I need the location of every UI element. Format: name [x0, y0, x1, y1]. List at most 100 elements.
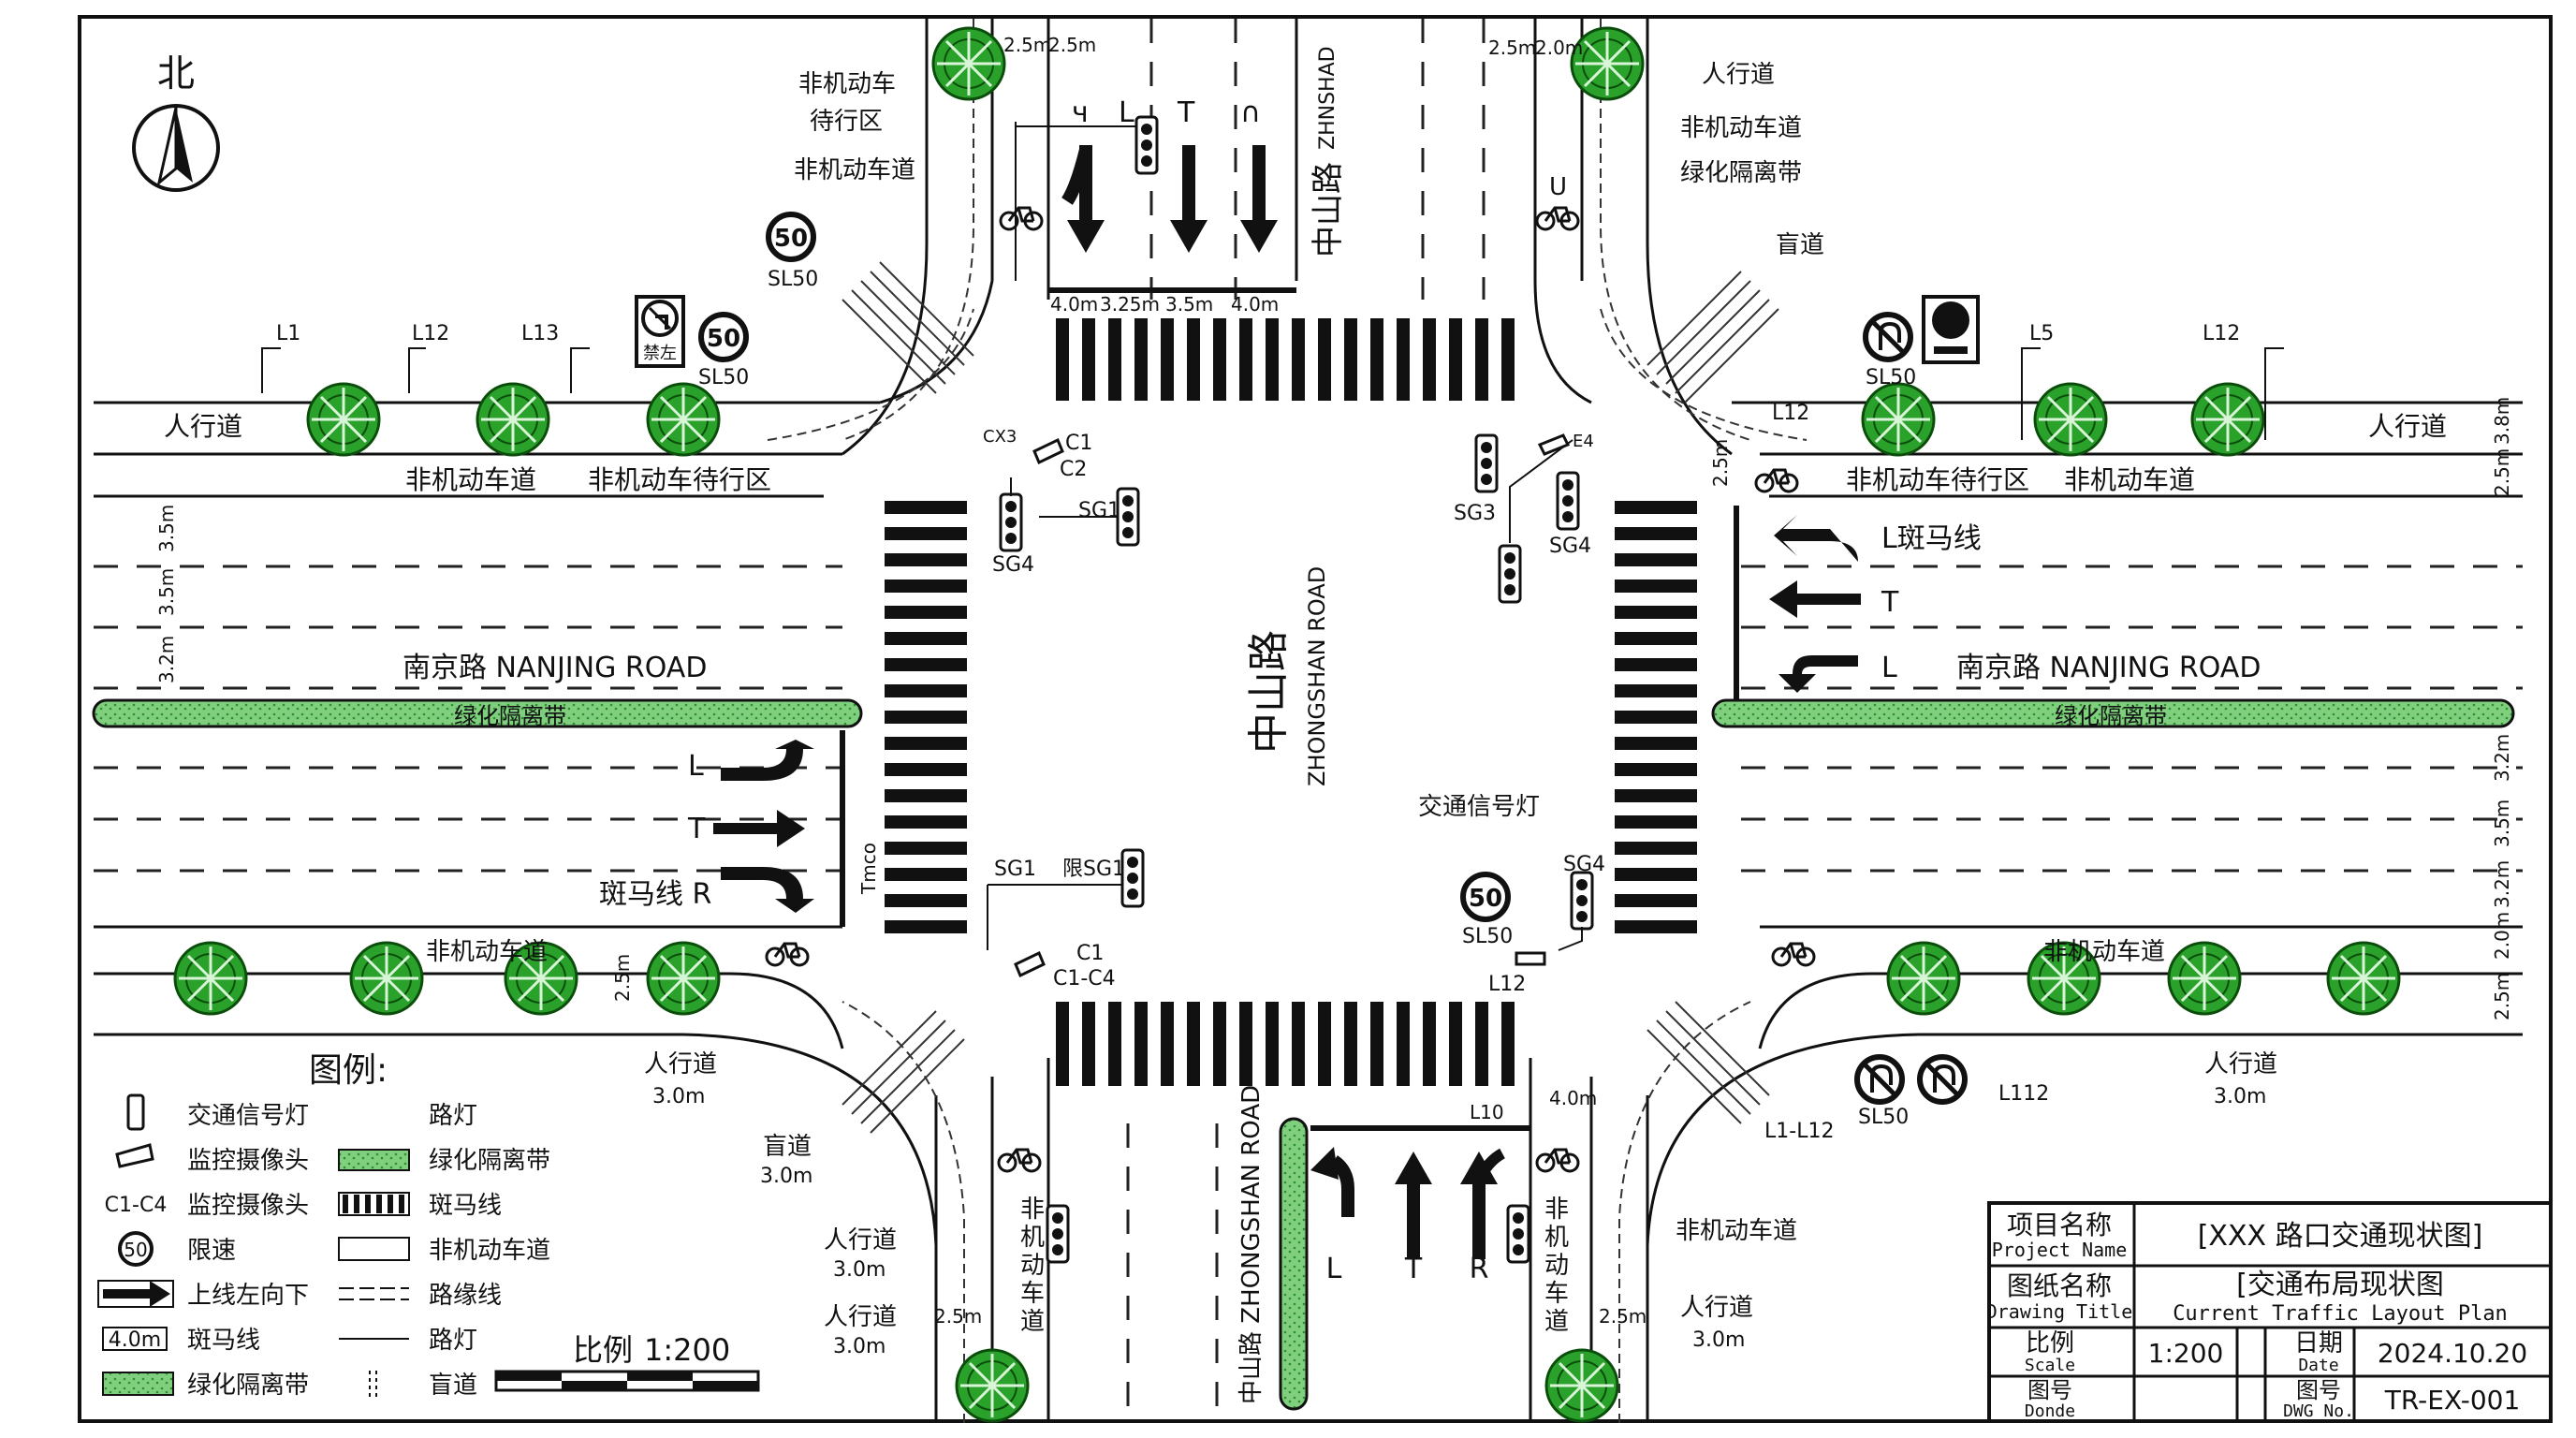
- signal-sg4-nw: [999, 492, 1023, 552]
- zebra-stripe: [1082, 318, 1095, 401]
- legend-label-right: 斑马线: [429, 1192, 502, 1220]
- west-lane-1: L: [688, 750, 704, 783]
- zebra-stripe: [1161, 318, 1174, 401]
- zebra-stripe: [1266, 1002, 1279, 1086]
- north-lanes: ч L T ∩ 4.0m 3.25m 3.5m 4.0m 2.5m 2.5m 2…: [1003, 34, 1583, 315]
- tb-dwg-value: TR-EX-001: [2384, 1385, 2521, 1416]
- green-belt-south: [1279, 1117, 1309, 1411]
- dim-e-5: 3.2m: [2491, 860, 2513, 908]
- zebra-stripe: [1187, 318, 1200, 401]
- zhongshan-centre-cn: 中山路: [1245, 630, 1293, 754]
- code-cx3: CX3: [983, 427, 1017, 447]
- legend-symbol-right: [338, 1237, 410, 1261]
- code-sg1-sw: SG1: [994, 858, 1036, 881]
- zebra-stripe: [1501, 1002, 1515, 1086]
- legend-code: 50: [124, 1239, 147, 1261]
- dim-north-bike-2: 2.5m: [1048, 34, 1096, 56]
- dim-sidewalk-sw: 3.0m: [652, 1085, 705, 1108]
- zebra-stripe: [1344, 318, 1357, 401]
- legend-label-right: 路灯: [429, 1102, 477, 1130]
- zebra-stripe: [1370, 318, 1383, 401]
- zebra-stripe: [885, 580, 967, 593]
- lane-letter-t: T: [1177, 96, 1195, 129]
- code-mco: Tmco: [857, 843, 880, 895]
- code-l112: L112: [1998, 1082, 2049, 1106]
- signals: [987, 115, 1594, 1264]
- speed-code-nw2: SL50: [698, 366, 749, 389]
- legend-symbol-left: [118, 1231, 154, 1267]
- zebra-stripe: [1318, 318, 1331, 401]
- east-lane-3: L: [1881, 652, 1897, 684]
- dim-e-4: 3.5m: [2491, 800, 2513, 847]
- legend-symbol-left: [115, 1143, 154, 1168]
- tb-done-cn: 图号: [2027, 1377, 2072, 1403]
- side-dimensions: 3.5m 3.5m 3.2m 2.5m 3.8m 2.5m 3.2m 3.5m …: [155, 397, 2513, 1020]
- code-sg4-ne: SG4: [1549, 535, 1591, 558]
- dim-w-1: 3.5m: [155, 505, 178, 552]
- label-sidewalk-e: 人行道: [2204, 1050, 2277, 1078]
- zebra-stripe: [1239, 318, 1252, 401]
- dim-w-4: 2.5m: [611, 954, 634, 1002]
- label-greenbelt-east: 绿化隔离带: [2055, 703, 2167, 729]
- dim-south-40: 4.0m: [1549, 1087, 1597, 1109]
- zebra-stripe: [885, 632, 967, 645]
- zebra-stripe: [1344, 1002, 1357, 1086]
- no-left-label: 禁左: [643, 344, 677, 363]
- north-label: 北: [157, 52, 195, 95]
- zebra-stripe: [1501, 318, 1515, 401]
- signal-sg4-ne: [1556, 471, 1580, 531]
- label-bike-vert-w: 非机动车道: [1020, 1196, 1045, 1336]
- tb-date-cn: 日期: [2294, 1329, 2343, 1357]
- label-greenbelt-west: 绿化隔离带: [454, 703, 566, 729]
- legend-code: 4.0m: [109, 1328, 161, 1352]
- tb-date-value: 2024.10.20: [2378, 1338, 2527, 1369]
- speed-code-se: SL50: [1462, 925, 1513, 948]
- label-bikewait-north-2: 待行区: [810, 108, 883, 136]
- lane-letter-u: ∩: [1240, 96, 1261, 129]
- speed-sign-se: [1463, 874, 1508, 919]
- zebra-stripe: [1615, 763, 1697, 776]
- zebra-stripe: [885, 763, 967, 776]
- legend-symbol-right: [338, 1192, 410, 1216]
- dim-w-2: 3.5m: [155, 568, 178, 616]
- zebra-stripe: [885, 684, 967, 697]
- zebra-stripe: [1397, 1002, 1410, 1086]
- no-uturn-sign-ne: [1866, 315, 1910, 360]
- zebra-stripe: [885, 815, 967, 829]
- pole-codes: L1 L12 L13 L5 L12 L12 L112 L1-L12 L12 C1…: [261, 322, 2284, 1143]
- speed-signs: SL50 SL50 SL50 SL50 SL50 禁左: [635, 214, 1980, 1129]
- code-l12-e: L12: [2203, 322, 2240, 345]
- label-sidewalk-sw: 人行道: [644, 1050, 717, 1078]
- zebra-stripe: [1615, 580, 1697, 593]
- zebra-east: [1615, 501, 1697, 933]
- code-c2-nw: C2: [1060, 458, 1087, 481]
- west-lanes: L T 斑马线 R 南京路 NANJING ROAD Tmco: [402, 652, 880, 913]
- legend-label-left: 监控摄像头: [187, 1147, 309, 1175]
- legend-label-right: 绿化隔离带: [429, 1147, 550, 1175]
- dim-north-4: 4.0m: [1231, 293, 1279, 315]
- zebra-stripe: [1615, 606, 1697, 619]
- zebra-stripe: [1213, 318, 1226, 401]
- label-blind-north: 盲道: [1776, 231, 1824, 259]
- label-sidewalk-se: 人行道: [1680, 1294, 1753, 1322]
- legend-code: C1-C4: [105, 1194, 168, 1217]
- zebra-stripe: [885, 527, 967, 540]
- label-blind-sw: 盲道: [763, 1133, 812, 1161]
- label-bike-se: 非机动车道: [2043, 938, 2165, 966]
- label-bikewait-nw: 非机动车待行区: [588, 464, 771, 495]
- label-sidewalk-nw: 人行道: [164, 411, 242, 442]
- code-l12-se: L12: [1488, 973, 1526, 996]
- code-sg4-nw: SG4: [992, 553, 1034, 577]
- dim-north-2: 3.25m: [1100, 293, 1160, 315]
- zebra-stripe: [1449, 1002, 1462, 1086]
- lane-letter-south-l: L: [1326, 1253, 1342, 1285]
- zebra-stripe: [1615, 501, 1697, 514]
- label-sidewalk-s1: 人行道: [824, 1226, 897, 1255]
- code-l1: L1: [276, 322, 300, 345]
- label-bikewait-ne: 非机动车待行区: [1846, 464, 2029, 495]
- zebra-stripe: [885, 789, 967, 802]
- legend-label-left: 绿化隔离带: [187, 1372, 309, 1400]
- cameras: [1014, 433, 1571, 978]
- tb-drawing-cn: 图纸名称: [2007, 1270, 2112, 1301]
- legend-label-right: 路缘线: [429, 1282, 502, 1310]
